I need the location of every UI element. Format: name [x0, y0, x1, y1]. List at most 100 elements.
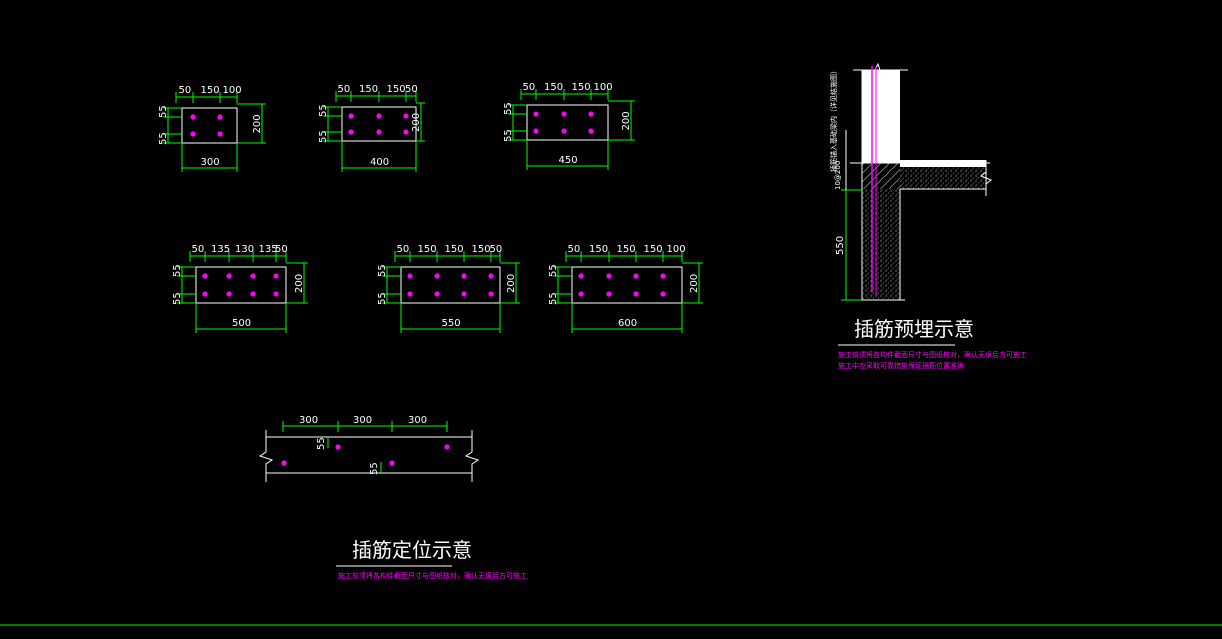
plan-top-dim-label: 150 — [589, 244, 608, 255]
plan-side-dim-label: 55 — [377, 292, 388, 305]
plan-outline — [571, 266, 683, 304]
embedment-note: 施工前须将各构件截面尺寸与图纸核对，确认无误后方可施工 — [838, 350, 1027, 359]
rebar-strip-section: 300 300 300 55 55 — [258, 415, 480, 482]
plan-width-dim-label: 600 — [618, 318, 637, 329]
rebar-dot — [226, 291, 232, 297]
foundation-concrete — [862, 189, 900, 299]
plan-side-dim-label: 55 — [377, 264, 388, 277]
plan-top-dim-label: 50 — [405, 84, 418, 95]
rebar-dot — [335, 444, 341, 450]
rebar-dot — [533, 128, 539, 134]
strip-break-left — [258, 430, 274, 482]
rebar-dot — [578, 273, 584, 279]
plan-top-dim-label: 50 — [192, 244, 205, 255]
rebar-embedment-section: 550 10@200 插筋锚入基础梁内（详见结施图） — [829, 62, 992, 301]
plan-outline — [195, 266, 287, 304]
rebar-dot — [273, 291, 279, 297]
plan-top-dim-label: 150 — [544, 82, 563, 93]
embedment-note: 施工中应采取可靠措施保证插筋位置准确 — [838, 361, 964, 370]
rebar-dot — [389, 460, 395, 466]
plan-side-dim-label: 55 — [172, 292, 183, 305]
plan-side-dim-label: 55 — [318, 104, 329, 117]
plan-right-dim-label: 200 — [252, 114, 263, 133]
positioning-title: 插筋定位示意 — [352, 538, 472, 562]
rebar-dot — [533, 111, 539, 117]
rebar-dot — [376, 113, 382, 119]
plan-outline — [400, 266, 501, 304]
rebar-dot — [660, 291, 666, 297]
plan-outline — [341, 106, 417, 142]
rebar-dot — [190, 131, 196, 137]
plan-top-dim-label: 150 — [445, 244, 464, 255]
strip-side-dim-bottom: 55 — [369, 462, 380, 475]
rebar-dot — [561, 111, 567, 117]
plan-top-dim-label: 100 — [223, 85, 242, 96]
plan-top-dim-label: 150 — [418, 244, 437, 255]
plan-side-dim-label: 55 — [503, 102, 514, 115]
plan-side-dim-label: 55 — [318, 130, 329, 143]
rebar-dot — [434, 291, 440, 297]
plan-right-dim-label: 200 — [294, 274, 305, 293]
plan-top-dim-label: 150 — [359, 84, 378, 95]
plan-width-dim-label: 300 — [201, 157, 220, 168]
slab-break — [980, 171, 992, 185]
rebar-dot — [348, 129, 354, 135]
rebar-dot — [488, 291, 494, 297]
plan-top-dim-label: 50 — [397, 244, 410, 255]
rebar-dot — [633, 273, 639, 279]
wall-upper — [862, 70, 900, 163]
plan-top-dim-label: 150 — [644, 244, 663, 255]
plan-right-dim-label: 200 — [411, 113, 422, 132]
rebar-dot — [606, 273, 612, 279]
plan-top-dim-label: 50 — [275, 244, 288, 255]
rebar-dot — [217, 114, 223, 120]
plan-top-dim-label: 135 — [259, 244, 278, 255]
rebar-dot — [488, 273, 494, 279]
plan-top-dim-label: 50 — [490, 244, 503, 255]
plan-side-dim-label: 55 — [548, 264, 559, 277]
rebar-dot — [633, 291, 639, 297]
embed-side-label: 10@200 — [834, 161, 842, 190]
rebar-dot — [588, 128, 594, 134]
positioning-note: 施工前须将各构件截面尺寸与图纸核对，确认无误后方可施工 — [338, 571, 527, 580]
plan-top-dim-label: 100 — [667, 244, 686, 255]
rebar-dot — [376, 129, 382, 135]
plan-top-dim-label: 50 — [568, 244, 581, 255]
rebar-dot — [273, 273, 279, 279]
strip-side-dim-top: 55 — [316, 437, 327, 450]
rebar-dot — [250, 273, 256, 279]
rebar-dot — [407, 291, 413, 297]
plan-right-dim-label: 200 — [506, 274, 517, 293]
rebar-dot — [403, 129, 409, 135]
rebar-dot — [461, 273, 467, 279]
plan-outline — [526, 104, 609, 141]
plan-top-dim-label: 150 — [387, 84, 406, 95]
plan-side-dim-label: 55 — [158, 132, 169, 145]
plan-side-dim-label: 55 — [158, 105, 169, 118]
rebar-dot — [588, 111, 594, 117]
slab-hatch — [900, 166, 986, 189]
embedment-title: 插筋预埋示意 — [854, 317, 974, 341]
rebar-dot — [578, 291, 584, 297]
strip-dim-label: 300 — [353, 415, 372, 426]
rebar-dot — [461, 291, 467, 297]
plan-right-dim-label: 200 — [621, 111, 632, 130]
plan-side-dim-label: 55 — [548, 292, 559, 305]
wall-hatch-band — [862, 163, 900, 189]
rebar-dot — [403, 113, 409, 119]
rebar-dot — [660, 273, 666, 279]
rebar-dot — [190, 114, 196, 120]
plan-top-dim-label: 150 — [201, 85, 220, 96]
plan-side-dim-label: 55 — [503, 129, 514, 142]
rebar-dot — [561, 128, 567, 134]
plan-top-dim-label: 150 — [472, 244, 491, 255]
plan-width-dim-label: 500 — [232, 318, 251, 329]
rebar-dot — [202, 291, 208, 297]
plan-top-dim-label: 50 — [179, 85, 192, 96]
plan-side-dim-label: 55 — [172, 264, 183, 277]
